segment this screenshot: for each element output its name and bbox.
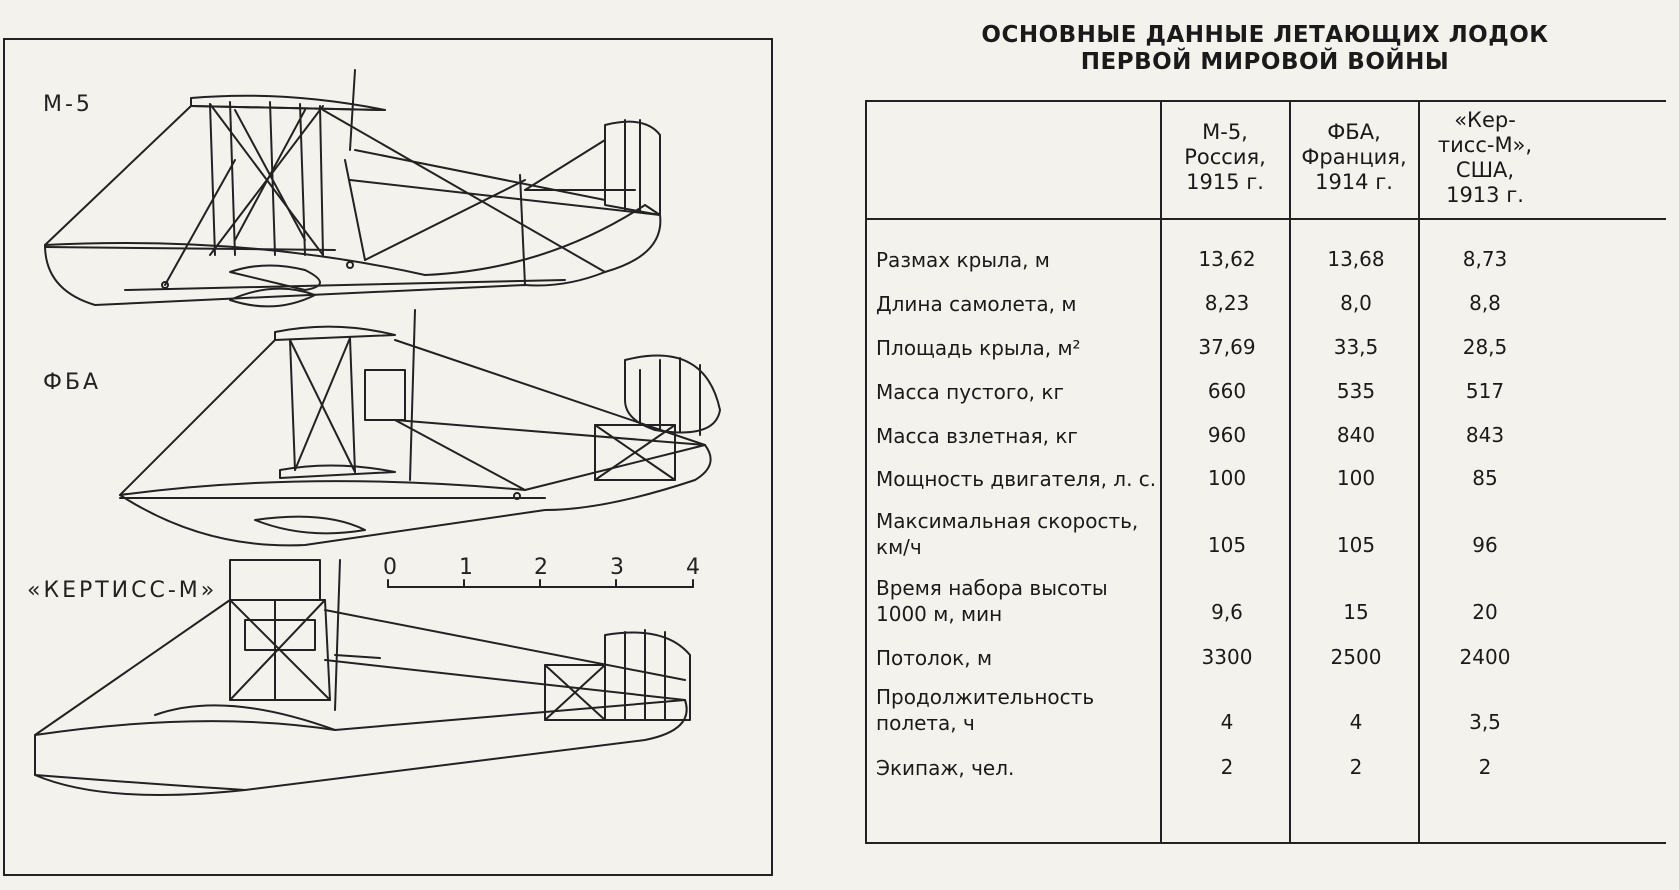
- cell-max-speed-m5: 105: [1207, 533, 1247, 557]
- aircraft-drawings: [34, 69, 721, 796]
- cell-endurance-curtiss: 3,5: [1469, 710, 1501, 734]
- cell-ceiling-curtiss: 2400: [1459, 645, 1511, 669]
- cell-wing-area-m5: 37,69: [1198, 335, 1256, 359]
- label-curtiss: «КЕРТИСС-М»: [27, 578, 218, 603]
- cell-engine-power-m5: 100: [1207, 466, 1247, 490]
- cell-wing-area-curtiss: 28,5: [1462, 335, 1508, 359]
- cell-wing-area-fba: 33,5: [1333, 335, 1379, 359]
- row-label-climb-time: Время набора высоты 1000 м, мин: [876, 576, 1108, 626]
- table-bottom-rule: [866, 842, 1666, 844]
- col-header-fba: ФБА, Франция, 1914 г.: [1301, 120, 1407, 194]
- cell-engine-power-curtiss: 85: [1472, 466, 1498, 490]
- table-top-rule: [866, 100, 1666, 102]
- scale-bar: [387, 579, 694, 588]
- label-m5: М-5: [43, 92, 93, 117]
- table-title: ОСНОВНЫЕ ДАННЫЕ ЛЕТАЮЩИХ ЛОДОК ПЕРВОЙ МИ…: [945, 22, 1585, 76]
- row-label-empty-mass: Масса пустого, кг: [876, 380, 1064, 404]
- cell-takeoff-mass-fba: 840: [1336, 423, 1376, 447]
- cell-length-curtiss: 8,8: [1469, 291, 1501, 315]
- cell-max-speed-curtiss: 96: [1472, 533, 1498, 557]
- aircraft-drawing-panel: М-5 ФБА «КЕРТИСС-М» 0 1 2 3 4: [3, 38, 773, 876]
- row-label-takeoff-mass: Масса взлетная, кг: [876, 424, 1078, 448]
- data-table: М-5, Россия, 1915 г. ФБА, Франция, 1914 …: [865, 100, 1666, 880]
- cell-wingspan-curtiss: 8,73: [1462, 247, 1508, 271]
- cell-length-fba: 8,0: [1340, 291, 1372, 315]
- scale-tick-2: 2: [534, 555, 548, 580]
- cell-empty-mass-fba: 535: [1336, 379, 1376, 403]
- cell-takeoff-mass-curtiss: 843: [1465, 423, 1505, 447]
- row-label-max-speed: Максимальная скорость, км/ч: [876, 509, 1139, 559]
- col-divider-3: [1418, 100, 1420, 844]
- col-header-m5: М-5, Россия, 1915 г.: [1184, 120, 1266, 194]
- scale-tick-1: 1: [459, 555, 473, 580]
- cell-climb-time-fba: 15: [1343, 600, 1369, 624]
- cell-wingspan-m5: 13,62: [1198, 247, 1256, 271]
- cell-climb-time-m5: 9,6: [1211, 600, 1243, 624]
- cell-crew-fba: 2: [1349, 755, 1363, 779]
- cell-engine-power-fba: 100: [1336, 466, 1376, 490]
- cell-endurance-m5: 4: [1220, 710, 1234, 734]
- cell-crew-curtiss: 2: [1478, 755, 1492, 779]
- row-label-crew: Экипаж, чел.: [876, 756, 1015, 780]
- cell-crew-m5: 2: [1220, 755, 1234, 779]
- cell-length-m5: 8,23: [1204, 291, 1250, 315]
- table-header-rule: [866, 218, 1666, 220]
- table-title-line-1: ОСНОВНЫЕ ДАННЫЕ ЛЕТАЮЩИХ ЛОДОК: [981, 22, 1549, 48]
- scale-tick-0: 0: [383, 555, 397, 580]
- table-title-line-2: ПЕРВОЙ МИРОВОЙ ВОЙНЫ: [1080, 49, 1450, 75]
- cell-empty-mass-m5: 660: [1207, 379, 1247, 403]
- col-divider-1: [1160, 100, 1162, 844]
- cell-ceiling-m5: 3300: [1201, 645, 1253, 669]
- cell-climb-time-curtiss: 20: [1472, 600, 1498, 624]
- col-header-curtiss: «Кер- тисс-М», США, 1913 г.: [1437, 108, 1533, 207]
- row-label-wing-area: Площадь крыла, м²: [876, 336, 1081, 360]
- cell-ceiling-fba: 2500: [1330, 645, 1382, 669]
- row-label-ceiling: Потолок, м: [876, 646, 993, 670]
- table-left-rule: [865, 100, 867, 844]
- cell-wingspan-fba: 13,68: [1327, 247, 1385, 271]
- fba-drawing: [119, 309, 721, 547]
- row-label-wingspan: Размах крыла, м: [876, 248, 1050, 272]
- label-fba: ФБА: [43, 370, 102, 395]
- row-label-engine-power: Мощность двигателя, л. с.: [876, 467, 1157, 491]
- cell-endurance-fba: 4: [1349, 710, 1363, 734]
- col-divider-2: [1289, 100, 1291, 844]
- cell-empty-mass-curtiss: 517: [1465, 379, 1505, 403]
- row-label-endurance: Продолжительность полета, ч: [876, 685, 1095, 735]
- row-label-length: Длина самолета, м: [876, 292, 1077, 316]
- scale-tick-4: 4: [686, 555, 700, 580]
- m5-drawing: [44, 69, 662, 308]
- cell-takeoff-mass-m5: 960: [1207, 423, 1247, 447]
- scale-tick-3: 3: [610, 555, 624, 580]
- cell-max-speed-fba: 105: [1336, 533, 1376, 557]
- curtiss-drawing: [34, 559, 691, 796]
